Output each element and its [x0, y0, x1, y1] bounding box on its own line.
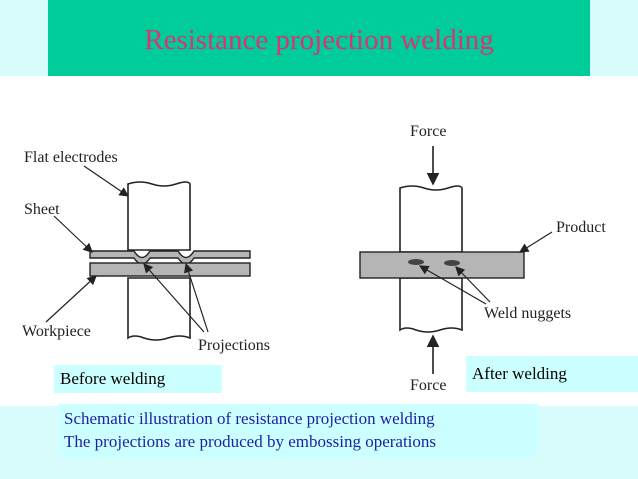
description-line-2: The projections are produced by embossin… [64, 432, 437, 451]
flat-electrodes-label: Flat electrodes [24, 149, 118, 166]
sheet [89, 250, 251, 265]
force-label-bottom: Force [410, 377, 446, 394]
slide-title-bar: Resistance projection welding [48, 0, 590, 80]
product-label: Product [556, 219, 606, 236]
lower-electrode-after [399, 277, 463, 333]
sheet-label: Sheet [24, 201, 60, 218]
weld-nugget-1 [408, 259, 424, 265]
workpiece [89, 262, 251, 277]
weld-nuggets-leader-1 [418, 265, 487, 305]
sheet-leader [53, 215, 93, 253]
product [359, 251, 525, 279]
projections-leader-1 [143, 263, 205, 333]
product-leader [518, 231, 553, 253]
weld-nugget-2 [444, 260, 460, 266]
weld-nuggets-leader-2 [455, 266, 491, 303]
slide-title: Resistance projection welding [144, 23, 494, 56]
projections-label: Projections [198, 337, 270, 354]
force-label-top: Force [410, 123, 446, 140]
projections-leader-2 [184, 262, 209, 333]
before-welding-caption: Before welding [54, 365, 222, 393]
after-welding-caption: After welding [466, 356, 638, 392]
upper-electrode-after [399, 185, 463, 253]
weld-nuggets-label: Weld nuggets [484, 305, 571, 322]
before-welding-illustration: Flat electrodes Sheet Workpiece Projecti… [22, 149, 270, 354]
after-welding-illustration: Force Product Weld nuggets Force [359, 123, 606, 394]
welding-diagram: Flat electrodes Sheet Workpiece Projecti… [0, 76, 638, 406]
description-line-1: Schematic illustration of resistance pro… [64, 409, 435, 428]
flat-electrodes-leader [83, 165, 129, 197]
description-box: Schematic illustration of resistance pro… [58, 404, 538, 458]
workpiece-leader [45, 275, 97, 323]
lower-electrode [127, 277, 191, 341]
workpiece-label: Workpiece [22, 323, 91, 340]
welding-diagram-svg: Flat electrodes Sheet Workpiece Projecti… [22, 123, 606, 394]
upper-electrode [127, 181, 191, 251]
